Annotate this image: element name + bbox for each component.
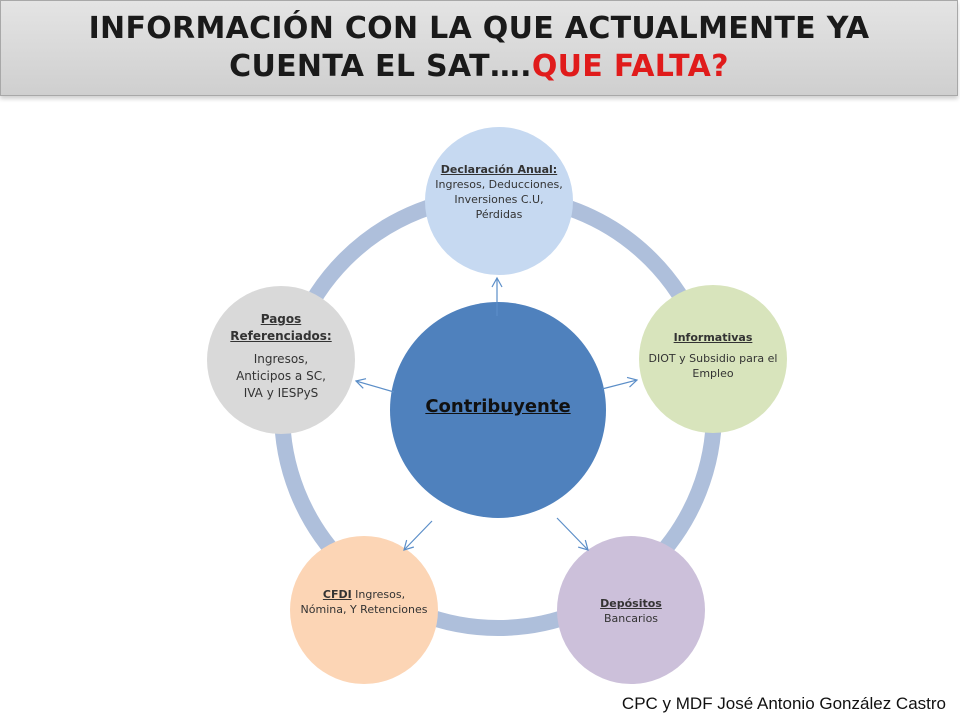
arrow-to-pagos	[354, 378, 395, 393]
pagos-text: Ingresos, Anticipos a SC, IVA y IESPyS	[236, 352, 326, 400]
depositos-heading: Depósitos	[600, 597, 662, 610]
title-accent: QUE FALTA?	[531, 49, 729, 84]
node-contribuyente[interactable]	[390, 302, 606, 518]
declaracion-text: Ingresos, Deducciones, Inversiones C.U, …	[435, 178, 563, 221]
node-cfdi[interactable]	[290, 536, 438, 684]
node-informativas[interactable]	[639, 285, 787, 433]
cfdi-label: CFDI Ingresos, Nómina, Y Retenciones	[299, 587, 429, 617]
depositos-label: Depósitos Bancarios	[566, 596, 696, 626]
pagos-label: Pagos Referenciados: Ingresos, Anticipos…	[226, 311, 336, 402]
arrow-to-cfdi	[403, 520, 433, 551]
footer-credit: CPC y MDF José Antonio González Castro	[621, 694, 946, 713]
title-line-2: CUENTA EL SAT….	[229, 49, 532, 84]
declaracion-label: Declaración Anual: Ingresos, Deducciones…	[434, 162, 564, 222]
page-title: INFORMACIÓN CON LA QUE ACTUALMENTE YA CU…	[89, 10, 870, 86]
informativas-heading: Informativas	[673, 331, 753, 344]
arrow-to-informativas	[601, 376, 639, 390]
cfdi-text: Ingresos, Nómina, Y Retenciones	[300, 588, 428, 616]
center-label-text: Contribuyente	[425, 396, 571, 417]
depositos-text: Bancarios	[603, 612, 659, 625]
informativas-label: Informativas DIOT y Subsidio para el Emp…	[648, 330, 778, 381]
pagos-heading: Pagos Referenciados:	[230, 312, 332, 343]
node-depositos[interactable]	[557, 536, 705, 684]
center-label: Contribuyente	[398, 396, 598, 417]
title-banner: INFORMACIÓN CON LA QUE ACTUALMENTE YA CU…	[0, 0, 958, 96]
node-declaracion[interactable]	[425, 127, 573, 275]
arrow-to-depositos	[556, 517, 589, 551]
declaracion-heading: Declaración Anual:	[440, 163, 558, 176]
cfdi-heading: CFDI	[322, 588, 352, 601]
informativas-text: DIOT y Subsidio para el Empleo	[648, 352, 778, 380]
title-line-1: INFORMACIÓN CON LA QUE ACTUALMENTE YA	[88, 11, 870, 46]
node-pagos[interactable]	[207, 286, 355, 434]
